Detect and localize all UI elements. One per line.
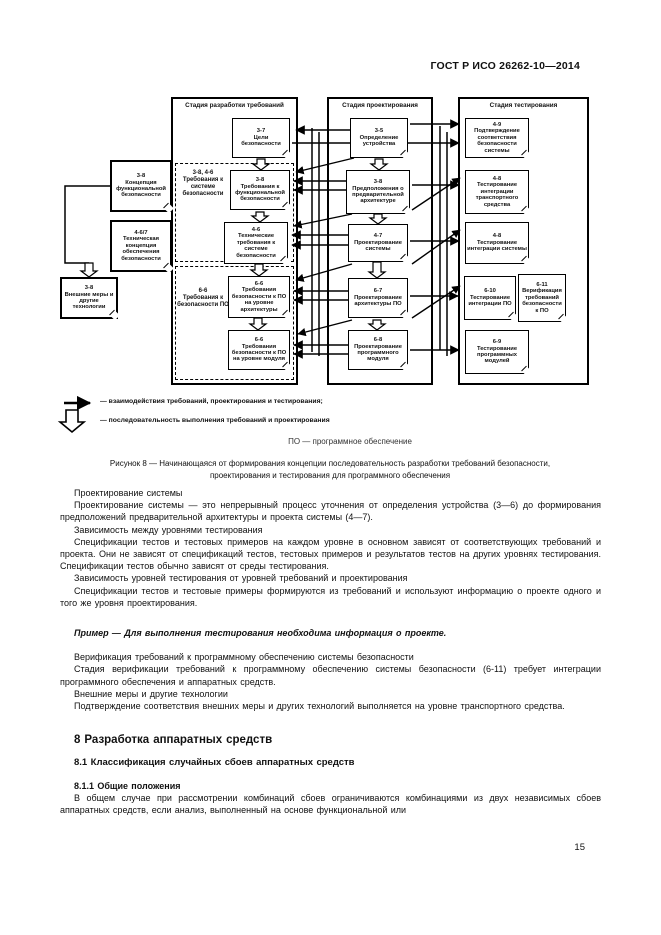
lead-test-levels: Зависимость между уровнями тестирования (74, 524, 263, 535)
box-external-measures: 3-8 Внешние меры и другие технологии (60, 277, 118, 319)
box-number: 4-6 (251, 226, 261, 233)
box-number: 4-9 (492, 121, 502, 128)
box-number: 6-11 (536, 281, 548, 288)
heading-section-8-1: 8.1 Классификация случайных сбоев аппара… (74, 757, 355, 769)
box-number: 4-6/7 (134, 229, 148, 236)
box-number: 3-8 (373, 179, 383, 186)
legend-sequence-text: — последовательность выполнения требован… (100, 417, 330, 424)
box-functional-safety-requirements: 3-8 Требования к функциональной безопасн… (230, 170, 290, 210)
box-label: Тестирование интеграции системы (467, 239, 527, 253)
box-functional-safety-concept: 3-8 Концепция функциональной безопасност… (110, 160, 172, 212)
box-number: 6-9 (492, 339, 502, 346)
box-label: Тестирование интеграции ПО (468, 294, 512, 308)
stage-requirements-title: Стадия разработки требований (185, 102, 284, 109)
box-number: 3-8 (255, 177, 265, 184)
box-item-definition: 3-5 Определение устройства (350, 118, 408, 158)
lead-test-dependency: Зависимость уровней тестирования от уров… (74, 573, 408, 584)
box-label: Тестирование интеграции транспортного ср… (475, 182, 519, 208)
box-number: 6-6 (254, 337, 264, 344)
box-label: Предположения о предварительной архитект… (352, 185, 404, 205)
lead-system-design: Проектирование системы (74, 488, 183, 498)
box-number: 6-7 (373, 288, 383, 295)
lead-external-measures: Внешние меры и другие технологии (74, 688, 228, 699)
box-software-unit-design: 6-8 Проектирование программного модуля (348, 330, 408, 370)
box-technical-safety-requirements: 4-6 Технические требования к системе без… (224, 222, 288, 264)
para-test-dependency: Спецификации тестов и тестовые примеры ф… (60, 585, 601, 608)
group-software-safety-requirements-label: 6-6 Требования к безопасности ПО (177, 288, 229, 309)
box-safety-validation: 4-9 Подтверждение соответствия безопасно… (465, 118, 529, 158)
group-text: Требования к системе безопасности (182, 177, 224, 197)
group-number: 6-6 (198, 288, 208, 294)
row-connectors (291, 119, 460, 359)
legend-hollow-arrow-icon (57, 409, 87, 434)
body-text: Проектирование системы Проектирование си… (60, 487, 601, 816)
box-label: Технические требования к системе безопас… (236, 233, 276, 259)
example-note: Пример — Для выполнения тестирования нео… (74, 628, 447, 639)
para-external-measures: Подтверждение соответствия внешних меры … (74, 701, 565, 712)
box-label: Подтверждение соответствия безопасности … (474, 128, 520, 154)
box-software-safety-requirements-architecture: 6-6 Требования безопасности к ПО на уров… (228, 276, 290, 318)
box-safety-goals: 3-7 Цели безопасности (232, 118, 290, 158)
box-number: 4-8 (492, 175, 502, 182)
box-number: 3-7 (256, 128, 266, 135)
para-verification: Стадия верификации требований к программ… (60, 664, 601, 687)
para-system-design: Проектирование системы — это непрерывный… (60, 500, 601, 523)
box-label: Проектирование архитектуры ПО (354, 294, 402, 308)
legend-interactions-text: — взаимодействия требований, проектирова… (100, 398, 323, 405)
box-software-safety-requirements-unit: 6-6 Требования безопасности к ПО на уров… (228, 330, 290, 370)
legend-symbols (57, 395, 92, 434)
box-label: Внешние меры и другие технологии (64, 291, 114, 311)
box-software-requirements-verification: 6-11 Верификация требований безопасности… (518, 274, 566, 322)
box-label: Определение устройства (359, 134, 399, 148)
box-label: Требования безопасности к ПО на уровне м… (231, 343, 287, 363)
box-number: 6-10 (484, 288, 496, 295)
heading-section-8: 8 Разработка аппаратных средств (74, 734, 273, 747)
lead-verification: Верификация требований к программному об… (74, 652, 414, 663)
abbreviation-note: ПО — программное обеспечение (288, 437, 412, 446)
standard-number: ГОСТ Р ИСО 26262-10—2014 (430, 60, 580, 72)
box-system-integration-testing: 4-8 Тестирование интеграции системы (465, 222, 529, 264)
para-section-8-1-1: В общем случае при рассмотрении комбинац… (60, 792, 601, 816)
box-system-design: 4-7 Проектирование системы (348, 224, 408, 262)
group-number: 3-8, 4-6 (192, 170, 214, 176)
box-label: Проектирование системы (354, 239, 402, 253)
sequence-block-arrows (79, 158, 389, 331)
heading-section-8-1-1: 8.1.1 Общие положения (74, 780, 181, 791)
group-software-safety-requirements (175, 266, 294, 380)
box-number: 3-8 (84, 285, 94, 292)
box-label: Тестирование программных модулей (476, 345, 518, 365)
box-vehicle-integration-testing: 4-8 Тестирование интеграции транспортног… (465, 170, 529, 214)
box-preliminary-architecture: 3-8 Предположения о предварительной архи… (346, 170, 410, 214)
box-software-architecture-design: 6-7 Проектирование архитектуры ПО (348, 278, 408, 318)
box-software-unit-testing: 6-9 Тестирование программных модулей (465, 330, 529, 374)
group-system-safety-requirements-label: 3-8, 4-6 Требования к системе безопаснос… (177, 170, 229, 198)
box-label: Проектирование программного модуля (354, 343, 402, 363)
box-number: 3-8 (136, 173, 146, 180)
page-number: 15 (574, 842, 585, 853)
group-text: Требования к безопасности ПО (177, 295, 229, 308)
para-test-levels: Спецификации тестов и тестовых примеров … (60, 536, 601, 572)
box-number: 6-8 (373, 337, 383, 344)
box-label: Требования к функциональной безопасности (235, 183, 285, 203)
diagonal-connectors (293, 157, 461, 337)
box-number: 3-5 (374, 128, 384, 135)
figure-caption: Рисунок 8 — Начинающаяся от формирования… (109, 459, 551, 480)
stage-design-title: Стадия проектирования (342, 102, 418, 109)
box-technical-safety-concept: 4-6/7 Техническая концепция обеспечения … (110, 220, 172, 272)
box-label: Техническая концепция обеспечения безопа… (121, 236, 161, 262)
box-number: 4-8 (492, 233, 502, 240)
box-software-integration-testing: 6-10 Тестирование интеграции ПО (464, 276, 516, 320)
box-label: Верификация требований безопасности к ПО (522, 288, 562, 314)
box-label: Цели безопасности (241, 134, 281, 148)
bus-lines (64, 126, 448, 356)
box-label: Требования безопасности к ПО на уровне а… (231, 287, 287, 313)
figure-arrows (57, 119, 461, 434)
box-number: 4-7 (373, 233, 383, 240)
stage-testing-title: Стадия тестирования (489, 102, 558, 109)
box-label: Концепция функциональной безопасности (116, 179, 166, 199)
box-number: 6-6 (254, 280, 264, 287)
